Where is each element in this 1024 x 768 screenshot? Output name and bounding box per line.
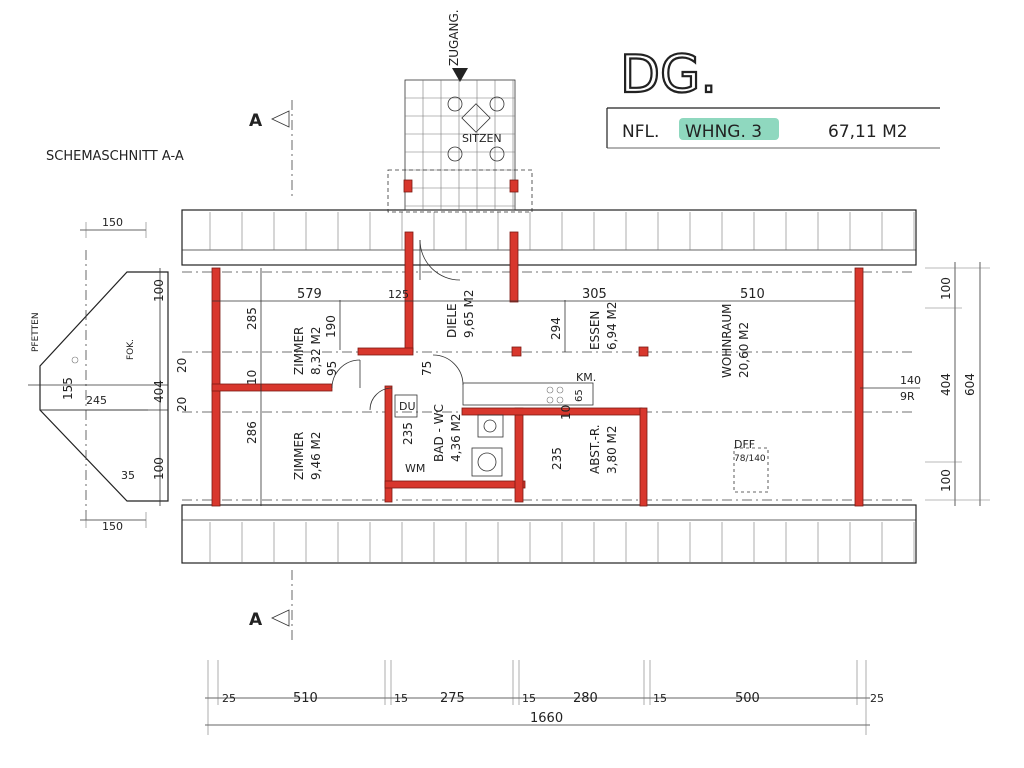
kitchen-counter [462, 382, 594, 406]
toilet-icon [477, 414, 504, 438]
bottom-dim-510: 510 [293, 691, 318, 706]
doors [331, 239, 464, 411]
plan-dimensions: 579 125 305 510 285 286 190 95 75 294 20… [175, 268, 921, 506]
dim-294: 294 [549, 317, 563, 340]
bottom-dim-15a: 15 [394, 692, 408, 705]
bottom-dim-15b: 15 [522, 692, 536, 705]
floor-title: DG. [620, 45, 717, 105]
right-dim-604: 604 [963, 373, 977, 396]
dim-235b: 235 [550, 447, 564, 470]
room-bad-area: 4,36 M2 [449, 413, 463, 462]
room-abst-name: ABST.-R. [588, 424, 602, 474]
entrance-label: ZUGANG. [447, 9, 461, 66]
schematic-section: 150 PFETTEN FOK. 155 245 35 100 404 100 … [28, 216, 169, 533]
section-marker-bottom: A [249, 570, 293, 640]
room-diele-area: 9,65 M2 [462, 289, 476, 338]
room-zimmer2-area: 9,46 M2 [309, 431, 323, 480]
dim-190: 190 [324, 315, 338, 338]
bottom-dim-280: 280 [573, 691, 598, 706]
dim-95: 95 [325, 361, 339, 376]
right-dim-100b: 100 [939, 469, 953, 492]
section-title: SCHEMASCHNITT A-A [46, 149, 184, 164]
chair-icon-4 [489, 146, 505, 162]
room-abst-area: 3,80 M2 [605, 425, 619, 474]
chair-icon-3 [447, 146, 463, 162]
right-dim-404: 404 [939, 373, 953, 396]
sec-dim-245: 245 [86, 394, 107, 407]
chair-icon [447, 96, 463, 112]
bottom-dim-500: 500 [735, 691, 760, 706]
dim-285: 285 [245, 307, 259, 330]
roof-hatch-top [181, 209, 917, 266]
dim-140: 140 [900, 374, 921, 387]
room-bad-name: BAD - WC [432, 404, 446, 462]
unit-area: 67,11 M2 [828, 122, 908, 142]
room-labels: DIELE 9,65 M2 ZIMMER 8,32 M2 ZIMMER 9,46… [292, 289, 751, 480]
roof-terrace: ZUGANG. SITZEN [387, 9, 533, 213]
dim-510: 510 [740, 287, 765, 302]
section-marker-letter: A [249, 111, 263, 131]
kitchen-mark: KM. [576, 371, 596, 384]
room-zimmer1-name: ZIMMER [292, 327, 306, 375]
seating-label: SITZEN [462, 132, 502, 145]
unit-highlight [679, 118, 779, 140]
sec-dim-h100b: 100 [152, 457, 166, 480]
walls [211, 179, 864, 507]
roof-hatch-bottom [181, 504, 917, 564]
dim-75: 75 [420, 361, 434, 376]
fok-label: FOK. [126, 339, 136, 360]
dim-125: 125 [388, 288, 409, 301]
shower-icon [394, 394, 418, 418]
pfetten-label: PFETTEN [31, 312, 41, 352]
entrance-arrow-icon [452, 68, 468, 82]
sec-dim-35: 35 [121, 469, 135, 482]
section-marker-top: A [249, 100, 293, 200]
dim-9r: 9R [900, 390, 915, 403]
skylight-label: DFF [734, 438, 755, 451]
skylight-icon [733, 447, 769, 493]
room-zimmer1-area: 8,32 M2 [309, 326, 323, 375]
sec-dim-h404: 404 [152, 380, 166, 403]
unit-info-box: NFL. WHNG. 3 67,11 M2 [606, 107, 940, 149]
right-dim-100a: 100 [939, 277, 953, 300]
room-essen-area: 6,94 M2 [605, 301, 619, 350]
bottom-dim-15c: 15 [653, 692, 667, 705]
skylight-size: 78/140 [734, 454, 766, 464]
dim-286: 286 [245, 421, 259, 444]
table-icon [461, 103, 491, 133]
room-wohnraum-name: WOHNRAUM [720, 303, 734, 378]
bottom-dim-25b: 25 [870, 692, 884, 705]
fixtures: DU WM KM. 65 DFF 78/140 [394, 371, 769, 493]
dim-579: 579 [297, 287, 322, 302]
bottom-dim-25a: 25 [222, 692, 236, 705]
dim-20b: 20 [175, 397, 189, 412]
room-zimmer2-name: ZIMMER [292, 432, 306, 480]
shower-label: DU [399, 400, 416, 413]
dim-10a: 10 [245, 370, 259, 385]
dim-305: 305 [582, 287, 607, 302]
bottom-dim-275: 275 [440, 691, 465, 706]
washbasin-icon [471, 447, 503, 477]
dim-10b: 10 [559, 405, 573, 420]
unit-label: WHNG. 3 [685, 122, 762, 142]
nfl-label: NFL. [622, 122, 659, 142]
room-diele-name: DIELE [445, 303, 459, 338]
sec-dim-bottom: 150 [102, 520, 123, 533]
sec-dim-h100a: 100 [152, 279, 166, 302]
dim-235a: 235 [401, 422, 415, 445]
room-wohnraum-area: 20,60 M2 [737, 322, 751, 378]
dim-20a: 20 [175, 358, 189, 373]
bottom-dim-total: 1660 [530, 711, 563, 726]
sec-dim-155: 155 [61, 377, 75, 400]
room-essen-name: ESSEN [588, 311, 602, 350]
kitchen-dim: 65 [574, 389, 585, 402]
sec-dim-top: 150 [102, 216, 123, 229]
section-marker-letter-2: A [249, 610, 263, 630]
bottom-dimensions: 25 510 15 275 15 280 15 500 25 1660 [205, 660, 884, 735]
chair-icon-2 [489, 96, 505, 112]
right-dimensions: 100 404 604 100 [925, 262, 990, 506]
washer-label: WM [405, 462, 425, 475]
